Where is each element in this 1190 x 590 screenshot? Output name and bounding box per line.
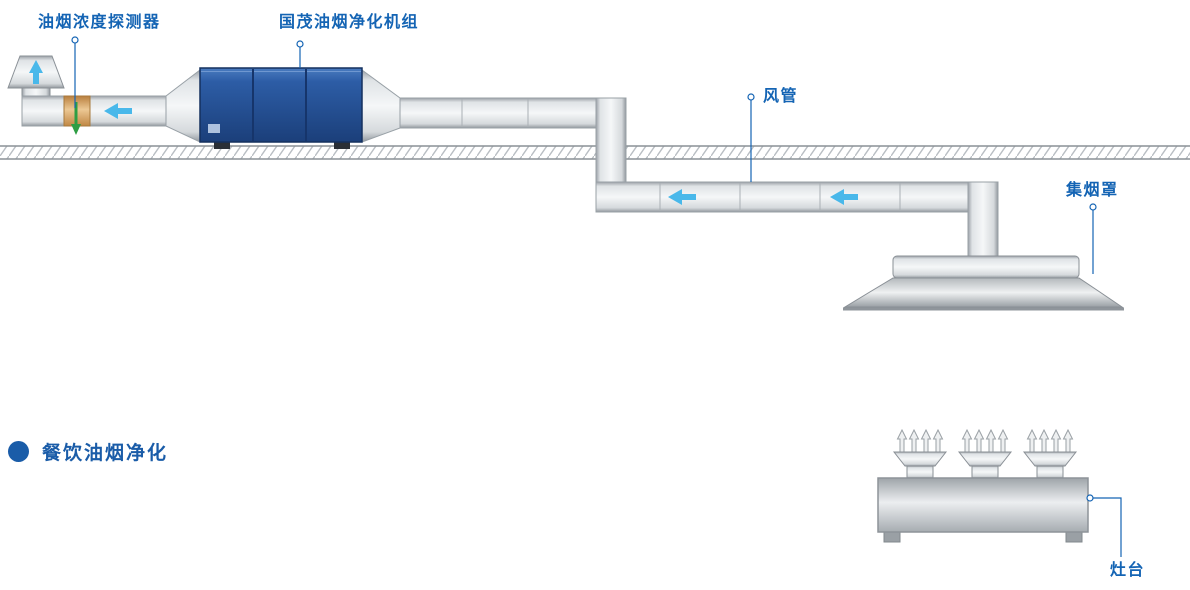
label-purifier: 国茂油烟净化机组	[279, 14, 420, 31]
burner	[1022, 451, 1078, 479]
heading-title: 餐饮油烟净化	[42, 443, 169, 464]
stove-foot-left	[883, 531, 901, 543]
label-hood: 集烟罩	[1066, 182, 1119, 199]
reducer-left	[165, 68, 201, 143]
smoke-hood	[843, 255, 1124, 311]
steam-arrows	[897, 429, 1073, 453]
unit-brand-mark	[208, 124, 220, 133]
label-connectors	[71, 36, 1122, 557]
duct-upper-left	[21, 95, 167, 135]
hood-top-bar	[892, 255, 1080, 279]
unit-body	[199, 67, 363, 143]
connector-detector	[71, 36, 79, 108]
stove-body	[877, 477, 1089, 533]
label-stove: 灶台	[1110, 562, 1146, 579]
connector-duct	[747, 93, 755, 182]
connector-purifier	[296, 40, 304, 68]
duct-lower	[595, 181, 999, 213]
flow-arrow-left-icon	[668, 189, 696, 205]
detector-probe	[71, 102, 81, 135]
connector-stove	[1086, 494, 1122, 557]
duct-upper-right	[399, 97, 597, 129]
reducer-right	[361, 69, 401, 143]
label-detector: 油烟浓度探测器	[38, 14, 161, 31]
flow-arrow-up-icon	[29, 60, 43, 84]
unit-foot-left	[214, 142, 230, 149]
unit-foot-right	[334, 142, 350, 149]
heading-bullet-icon	[8, 441, 29, 462]
duct-hood-riser	[967, 181, 999, 259]
hood-flare	[843, 277, 1124, 308]
burner	[957, 451, 1013, 479]
exhaust-outlet-cap	[7, 55, 65, 101]
section-heading: 餐饮油烟净化	[8, 438, 168, 465]
flow-arrow-left-icon	[104, 103, 132, 119]
burner	[892, 451, 948, 479]
purifier-unit	[165, 67, 401, 149]
roof-hatch-band	[0, 145, 1190, 160]
flow-arrow-left-icon	[830, 189, 858, 205]
connector-hood	[1089, 203, 1097, 274]
stove	[877, 429, 1089, 543]
label-duct: 风管	[763, 88, 799, 105]
stove-foot-right	[1065, 531, 1083, 543]
